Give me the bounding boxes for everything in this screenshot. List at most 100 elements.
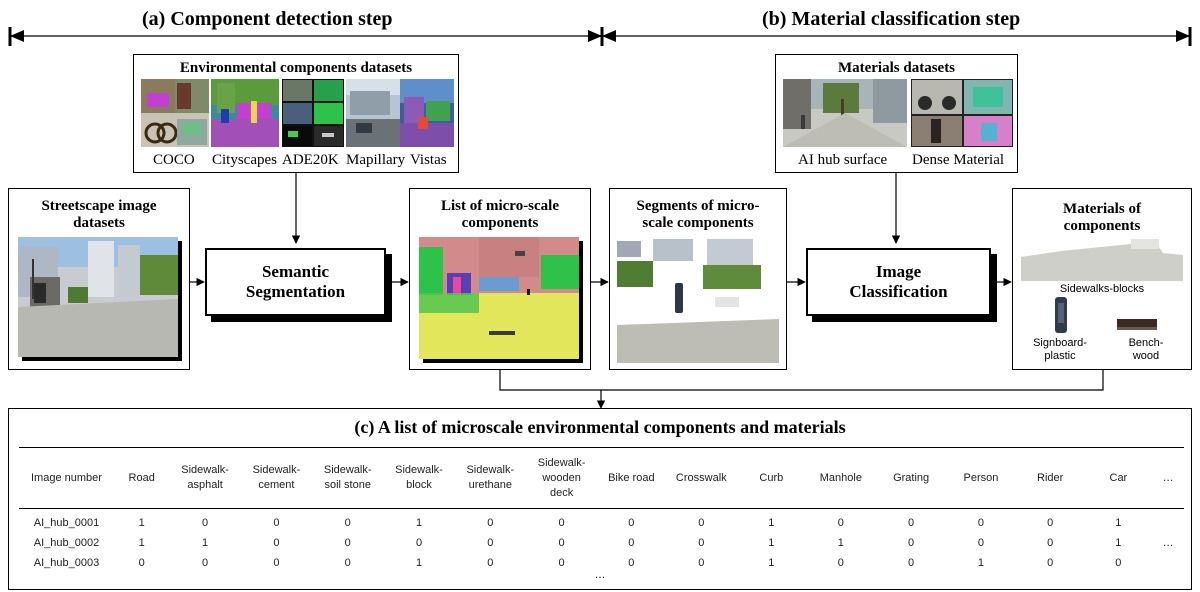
classification-label-line1: Image (875, 262, 922, 281)
table-cell: 0 (138, 557, 145, 569)
column-header: Bike road (597, 447, 666, 509)
caption-signboard-line1: Signboard- (1033, 337, 1087, 349)
table-cell: 0 (344, 537, 351, 549)
table-cell: 0 (908, 517, 915, 529)
table-cell: 0 (698, 557, 705, 569)
table-cell: 1 (1115, 517, 1122, 529)
step-a-title: (a) Component detection step (142, 8, 393, 30)
cityscapes-sample-image (211, 79, 279, 147)
column-header-line: block (406, 479, 432, 491)
column-header-line: soil stone (324, 479, 371, 491)
table-cell: 0 (837, 517, 844, 529)
image-number-cell: AI_hub_0001 (33, 517, 100, 529)
table-header-row: Image number Road Sidewalk-asphalt Sidewalk… (19, 447, 1184, 509)
table-cell: 0 (558, 557, 565, 569)
components-table: Image number Road Sidewalk-asphalt Sidewalk… (19, 447, 1184, 573)
components-table-box: (c) A list of microscale environmental c… (8, 408, 1192, 590)
column-header: Car (1084, 447, 1153, 509)
table-cell: 1 (415, 557, 423, 569)
env-datasets-box: Environmental components datasets (133, 54, 459, 173)
streetscape-title-line1: Streetscape image (41, 198, 157, 214)
column-header-line: wooden (542, 471, 581, 484)
column-header: … (1152, 447, 1184, 509)
column-header: Sidewalk-soil stone (312, 447, 384, 509)
column-header: Sidewalk-cement (240, 447, 313, 509)
table-cell: 1 (138, 517, 145, 529)
column-header-line: urethane (468, 479, 513, 491)
column-header-line: Image number (31, 471, 102, 484)
dataset-label-ai-hub: AI hub surface (798, 152, 888, 168)
dense-material-sample-image (911, 79, 1013, 147)
coco-sample-image (141, 79, 209, 147)
column-header: Person (946, 447, 1016, 509)
caption-bench-line1: Bench- (1128, 337, 1164, 349)
table-cell: 1 (202, 537, 209, 549)
micro-list-title-line1: List of micro-scale (440, 198, 560, 214)
bench-sample-image (1117, 319, 1157, 330)
dataset-label-cityscapes: Cityscapes (212, 152, 277, 168)
semantic-label-line2: Segmentation (245, 282, 346, 301)
table-cell: 0 (487, 557, 494, 569)
table-cell: 0 (628, 517, 635, 529)
table-ellipsis: … (594, 569, 606, 581)
table-cell: 0 (628, 537, 635, 549)
table-cell: 0 (487, 537, 494, 549)
column-header-line: Road (128, 471, 155, 484)
table-cell: 0 (202, 517, 209, 529)
column-header-line: Grating (893, 471, 930, 484)
streetscape-box: Streetscape image datasets (8, 188, 190, 370)
table-cell: 1 (837, 537, 844, 549)
table-cell: 0 (977, 537, 984, 549)
ai-hub-surface-sample-image (783, 79, 907, 147)
micro-list-box: List of micro-scale components (409, 188, 591, 370)
micro-list-title-line2: components (461, 215, 539, 231)
column-header-line: Sidewalk- (395, 464, 443, 476)
segmented-sample-image (419, 237, 579, 359)
column-header: Grating (876, 447, 947, 509)
column-header-line: Sidewalk- (466, 464, 515, 476)
materials-datasets-box: Materials datasets AI hub surface Dense … (775, 54, 1018, 173)
table-cell: 0 (487, 517, 494, 529)
segments-box: Segments of micro- scale components (609, 188, 787, 370)
step-b-span (600, 27, 1192, 46)
column-header-line: Crosswalk (675, 471, 727, 484)
env-datasets-title: Environmental components datasets (179, 60, 413, 76)
dataset-label-vistas: Vistas (410, 152, 447, 168)
column-header-line: Curb (759, 471, 784, 484)
column-header-line: Manhole (819, 471, 862, 484)
column-header-line: deck (549, 486, 574, 499)
table-cell: 0 (698, 517, 705, 529)
table-cell: 0 (273, 537, 280, 549)
table-cell: 0 (415, 537, 423, 549)
caption-bench-line2: wood (1132, 350, 1160, 362)
column-header-line: Rider (1037, 471, 1064, 484)
signboard-sample-image (1055, 297, 1067, 333)
column-header-line: … (1162, 471, 1174, 484)
table-cell: 1 (768, 517, 775, 529)
column-header: Sidewalk-urethane (454, 447, 526, 509)
column-header: Sidewalk-block (383, 447, 455, 509)
column-header-line: Car (1109, 471, 1128, 484)
table-cell: 0 (344, 517, 351, 529)
table-cell: 0 (558, 537, 565, 549)
column-header-line: Sidewalk- (252, 464, 301, 476)
segments-title-line1: Segments of micro- (636, 198, 760, 214)
table-cell: 0 (908, 537, 915, 549)
caption-signboard-line2: plastic (1044, 350, 1076, 362)
column-header-line: Sidewalk- (323, 464, 372, 476)
column-header-line: asphalt (187, 479, 223, 491)
table-cell: 1 (138, 537, 145, 549)
image-number-cell: AI_hub_0003 (33, 557, 100, 569)
materials-title-line1: Materials of (1063, 201, 1141, 217)
classification-label-line2: Classification (849, 282, 948, 301)
sidewalk-block-sample-image (1021, 239, 1183, 281)
table-cell: 0 (837, 557, 844, 569)
column-header: Image number (19, 447, 114, 509)
column-header-line: Bike road (608, 471, 655, 484)
semantic-label-line1: Semantic (261, 262, 330, 281)
column-header: Road (113, 447, 170, 509)
